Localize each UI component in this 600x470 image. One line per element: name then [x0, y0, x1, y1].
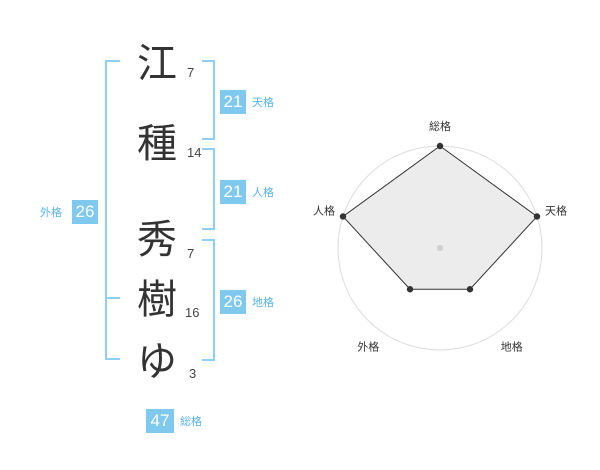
- tenkaku-value-badge: 21: [220, 90, 246, 114]
- soukaku-value-badge: 47: [146, 409, 174, 433]
- radar-data-point: [339, 213, 347, 220]
- chikaku-bracket: [202, 239, 215, 361]
- stroke-count-1: 7: [187, 65, 195, 80]
- radar-axis-label: 外格: [357, 340, 379, 354]
- radar-center-dot: [437, 245, 443, 251]
- name-char-4: 樹: [137, 277, 177, 323]
- name-char-1: 江: [137, 41, 177, 87]
- jinkaku-label: 人格: [252, 186, 274, 199]
- name-char-5: ゆ: [137, 339, 177, 385]
- tenkaku-label: 天格: [252, 96, 274, 109]
- jinkaku-value-badge: 21: [220, 180, 246, 204]
- radar-data-point: [533, 213, 541, 220]
- name-char-2: 種: [137, 121, 177, 167]
- tenkaku-bracket: [202, 60, 215, 140]
- stroke-count-2: 14: [187, 145, 202, 160]
- radar-axis-label: 地格: [501, 340, 523, 354]
- radar-data-polygon: [342, 145, 538, 290]
- radar-axis-label: 総格: [429, 119, 451, 133]
- radar-axis-label: 人格: [313, 203, 335, 217]
- chikaku-value-badge: 26: [220, 290, 246, 314]
- radar-data-point: [466, 286, 474, 293]
- jinkaku-bracket: [202, 148, 215, 230]
- stroke-count-4: 16: [185, 305, 200, 320]
- chikaku-label: 地格: [252, 296, 274, 309]
- gaikaku-label: 外格: [40, 206, 62, 219]
- radar-data-point: [406, 286, 414, 293]
- gaikaku-value-badge: 26: [72, 200, 98, 224]
- name-char-3: 秀: [137, 217, 177, 263]
- gaikaku-bracket-tick: [105, 297, 120, 299]
- stroke-count-5: 3: [189, 366, 197, 381]
- radar-data-point: [436, 142, 444, 150]
- gaikaku-bracket: [105, 60, 120, 360]
- radar-axis-label: 天格: [545, 203, 567, 217]
- soukaku-label: 総格: [180, 415, 202, 428]
- stroke-count-3: 7: [187, 246, 195, 261]
